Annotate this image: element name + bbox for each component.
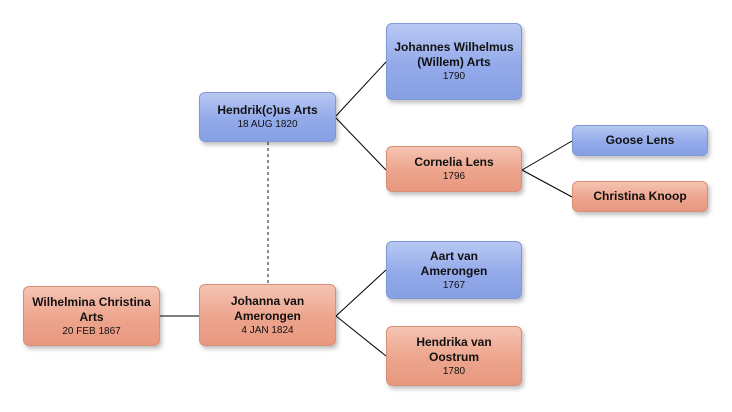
person-name: Johanna van Amerongen [230, 293, 305, 323]
person-node-johanna[interactable]: Johanna van Amerongen 4 JAN 1824 [199, 284, 336, 346]
person-date: 1790 [442, 71, 466, 82]
person-date: 1796 [442, 171, 466, 182]
person-name: Hendrik(c)us Arts [217, 103, 318, 117]
connector-line [335, 269, 387, 317]
person-date: 18 AUG 1820 [237, 119, 298, 130]
person-node-goose[interactable]: Goose Lens [572, 125, 708, 156]
person-node-hendrika[interactable]: Hendrika van Oostrum 1780 [386, 326, 522, 386]
connector-line [334, 116, 387, 171]
person-node-hendrik[interactable]: Hendrik(c)us Arts 18 AUG 1820 [199, 92, 336, 142]
person-date: 20 FEB 1867 [62, 325, 121, 337]
person-node-aart[interactable]: Aart van Amerongen 1767 [386, 241, 522, 299]
person-name: Wilhelmina Christina Arts [32, 294, 151, 324]
person-date: 1767 [442, 279, 466, 291]
connector-line [521, 169, 573, 198]
person-name: Cornelia Lens [414, 155, 494, 169]
person-node-wilhelmina[interactable]: Wilhelmina Christina Arts 20 FEB 1867 [23, 286, 160, 346]
connector-line [335, 315, 387, 357]
person-name: Christina Knoop [593, 189, 687, 203]
person-node-johannes[interactable]: Johannes Wilhelmus (Willem) Arts 1790 [386, 23, 522, 100]
person-name: Goose Lens [605, 133, 675, 147]
connector-line [334, 61, 387, 118]
person-node-cornelia[interactable]: Cornelia Lens 1796 [386, 146, 522, 192]
person-date: 1780 [442, 365, 466, 377]
person-name: Aart van Amerongen [420, 248, 488, 278]
person-name: Johannes Wilhelmus (Willem) Arts [394, 40, 514, 69]
person-node-christina-knoop[interactable]: Christina Knoop [572, 181, 708, 212]
person-name: Hendrika van Oostrum [416, 334, 492, 364]
person-date: 4 JAN 1824 [241, 324, 294, 336]
connector-line [521, 140, 573, 171]
